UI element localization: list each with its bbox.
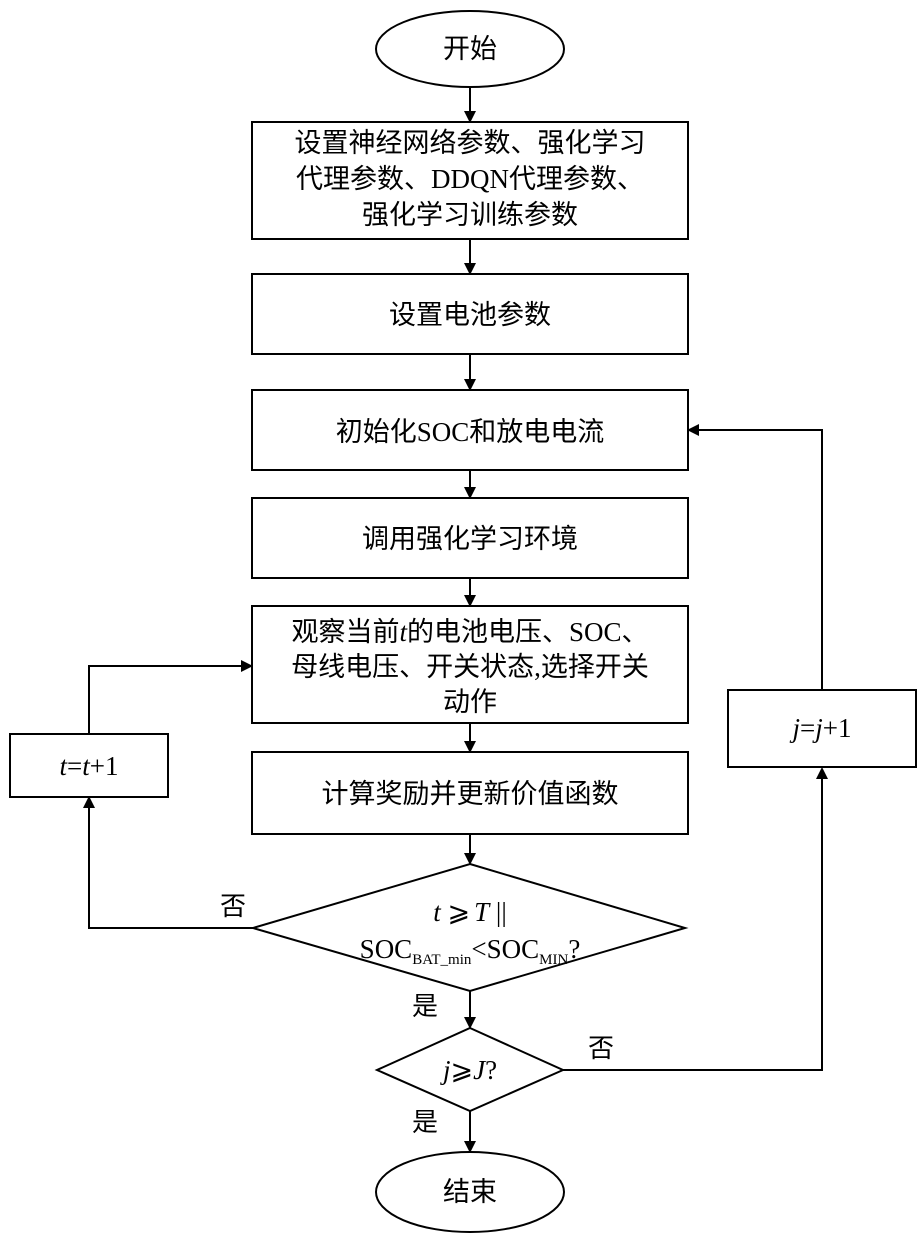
decision1-yes-label: 是 <box>412 992 438 1021</box>
arrow-increment-j-to-step3 <box>687 424 823 690</box>
step-init-soc: 初始化SOC和放电电流 <box>251 389 689 471</box>
step3-label: 初始化SOC和放电电流 <box>336 417 605 447</box>
arrow-decision1-no <box>83 796 253 929</box>
step6-label: 计算奖励并更新价值函数 <box>322 779 619 809</box>
increment-j-box: j=j+1 <box>727 689 917 768</box>
start-terminal: 开始 <box>375 10 565 88</box>
decision1-no-label: 否 <box>220 892 246 921</box>
step-observe-state: 观察当前t的电池电压、SOC、 母线电压、开关状态,选择开关 动作 <box>251 605 689 724</box>
decision2-yes-label: 是 <box>412 1108 438 1137</box>
arrow-decision2-no <box>563 767 828 1071</box>
decision2-no-label: 否 <box>588 1034 614 1063</box>
arrow-increment-t-to-step5 <box>88 660 253 734</box>
step-compute-reward: 计算奖励并更新价值函数 <box>251 751 689 835</box>
decision2-label: j⩾J? <box>440 1055 497 1085</box>
step1-line2: 代理参数、DDQN代理参数、 <box>296 164 644 194</box>
start-label: 开始 <box>443 34 497 64</box>
end-label: 结束 <box>443 1177 497 1207</box>
decision-time-soc: t ⩾T || SOCBAT_min<SOCMIN? <box>249 862 689 993</box>
increment-t-box: t=t+1 <box>9 733 169 798</box>
increment-j-label: j=j+1 <box>790 713 852 743</box>
decision1-line2: SOCBAT_min<SOCMIN? <box>360 934 581 968</box>
step-call-env: 调用强化学习环境 <box>251 497 689 579</box>
step-set-network-params: 设置神经网络参数、强化学习 代理参数、DDQN代理参数、 强化学习训练参数 <box>251 121 689 240</box>
step5-line3: 动作 <box>443 687 497 717</box>
decision-episode: j⩾J? <box>374 1026 566 1113</box>
step-set-battery-params: 设置电池参数 <box>251 273 689 355</box>
step5-line2: 母线电压、开关状态,选择开关 <box>291 652 649 682</box>
step5-line1: 观察当前t的电池电压、SOC、 <box>291 617 648 647</box>
increment-t-label: t=t+1 <box>60 751 119 781</box>
step4-label: 调用强化学习环境 <box>362 524 578 554</box>
step1-line3: 强化学习训练参数 <box>362 200 578 230</box>
end-terminal: 结束 <box>375 1151 565 1233</box>
step2-label: 设置电池参数 <box>389 300 551 330</box>
step1-line1: 设置神经网络参数、强化学习 <box>295 128 646 158</box>
decision1-line1: t ⩾T || <box>433 897 506 927</box>
